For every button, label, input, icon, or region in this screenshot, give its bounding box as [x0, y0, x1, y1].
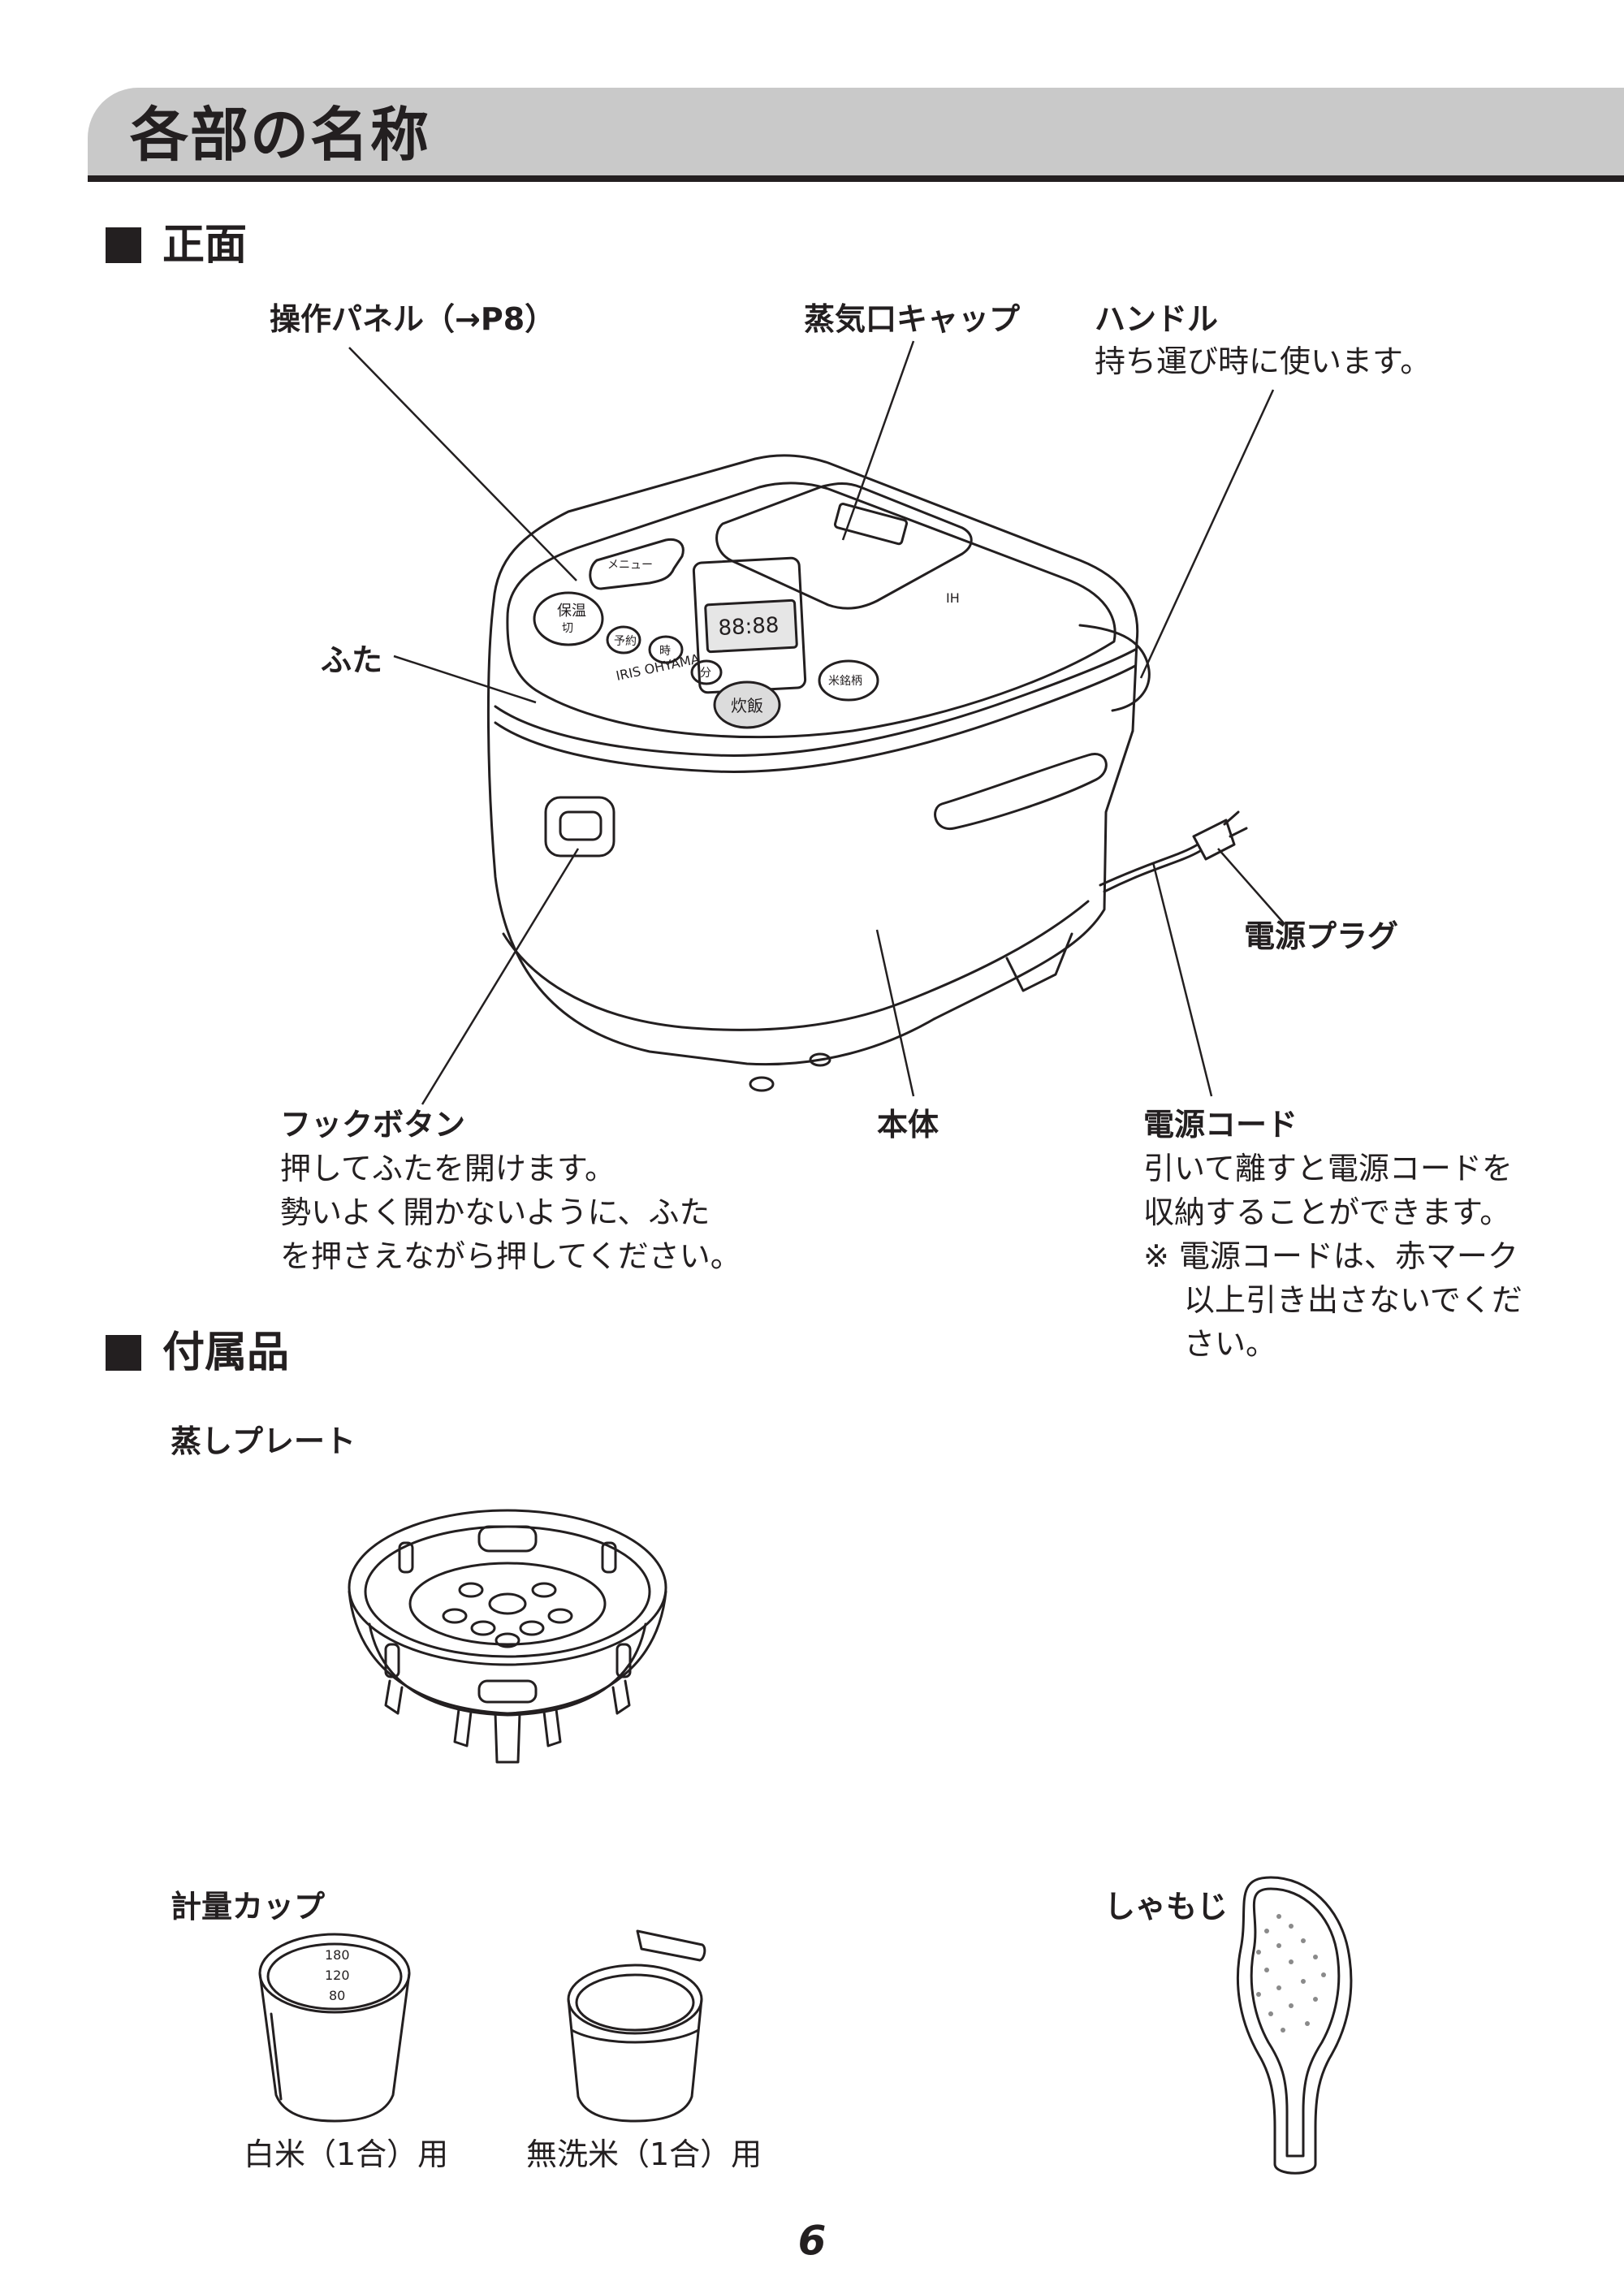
cord-description-line-2: 収納することができます。: [1143, 1195, 1511, 1230]
page-number: 6: [797, 2217, 827, 2264]
cord-note-line-1: ※ 電源コードは、赤マーク: [1143, 1238, 1518, 1274]
musenmai-cup-illustration: [567, 1929, 706, 2123]
cooker-display-text: 88:88: [718, 613, 780, 641]
leader-line-handle: [1139, 389, 1275, 679]
cooker-hour-button-text: 時: [659, 645, 671, 658]
rice-paddle-illustration: [1236, 1876, 1353, 2175]
page-title: 各部の名称: [130, 101, 431, 169]
paddle-texture-pattern: [1256, 1914, 1326, 2033]
steam-plate-illustration: [348, 1509, 667, 1764]
ih-logo-text: IH: [946, 590, 960, 606]
leader-line-hook-button: [421, 848, 580, 1105]
cooker-cook-button-text: 炊飯: [731, 696, 763, 715]
title-bar: [88, 88, 1624, 182]
white-rice-cup-illustration: [258, 1933, 411, 2123]
cooker-menu-button-text: メニュー: [607, 559, 653, 572]
hook-description-line-2: 勢いよく開かないように、ふた: [280, 1195, 710, 1230]
leader-line-cord: [1151, 862, 1213, 1097]
section-heading-accessories: 付属品: [106, 1328, 289, 1377]
cooker-brand-rice-button-text: 米銘柄: [828, 675, 862, 688]
leader-line-panel: [348, 347, 577, 581]
cord-note-line-3: さい。: [1184, 1326, 1277, 1362]
square-bullet-icon: [106, 1335, 141, 1371]
caption-white-rice-cup: 白米（1合）用: [244, 2136, 449, 2172]
cup-mark-180: 180: [325, 1947, 350, 1963]
label-control-panel: 操作パネル（→P8）: [270, 301, 556, 337]
label-steam-plate: 蒸しプレート: [171, 1423, 356, 1459]
cooker-minute-button-text: 分: [700, 667, 711, 680]
label-rice-paddle: しゃもじ: [1104, 1889, 1229, 1925]
leader-line-plug: [1217, 848, 1285, 925]
cooker-keep-button-text: 保温: [557, 603, 586, 620]
handle-description: 持ち運び時に使います。: [1095, 343, 1432, 379]
hook-description-line-1: 押してふたを開けます。: [280, 1151, 616, 1186]
cooker-timer-button-text: 予約: [614, 635, 637, 648]
cooker-keep-sub-text: 切: [562, 622, 573, 635]
cord-note-line-2: 以上引き出さないでくだ: [1184, 1282, 1522, 1318]
leader-line-steam-cap: [841, 340, 915, 541]
label-steam-cap: 蒸気口キャップ: [804, 301, 1021, 337]
square-bullet-icon: [106, 227, 141, 263]
leader-line-body: [875, 929, 915, 1097]
label-lid: ふた: [321, 642, 383, 678]
cord-description-line-1: 引いて離すと電源コードを: [1143, 1151, 1513, 1186]
caption-musenmai-cup: 無洗米（1合）用: [526, 2136, 762, 2172]
label-main-body: 本体: [877, 1107, 939, 1143]
label-handle: ハンドル: [1095, 301, 1219, 337]
section-heading-front: 正面: [106, 221, 247, 270]
label-measuring-cup: 計量カップ: [171, 1889, 326, 1925]
label-power-plug: 電源プラグ: [1244, 918, 1399, 954]
label-power-cord: 電源コード: [1143, 1107, 1298, 1143]
leader-line-lid: [393, 655, 537, 704]
label-hook-button: フックボタン: [280, 1107, 466, 1143]
section-heading-front-text: 正面: [162, 221, 248, 270]
section-heading-accessories-text: 付属品: [162, 1328, 290, 1377]
cup-mark-80: 80: [329, 1988, 345, 2003]
cup-mark-120: 120: [325, 1968, 350, 1983]
hook-description-line-3: を押さえながら押してください。: [280, 1238, 741, 1274]
